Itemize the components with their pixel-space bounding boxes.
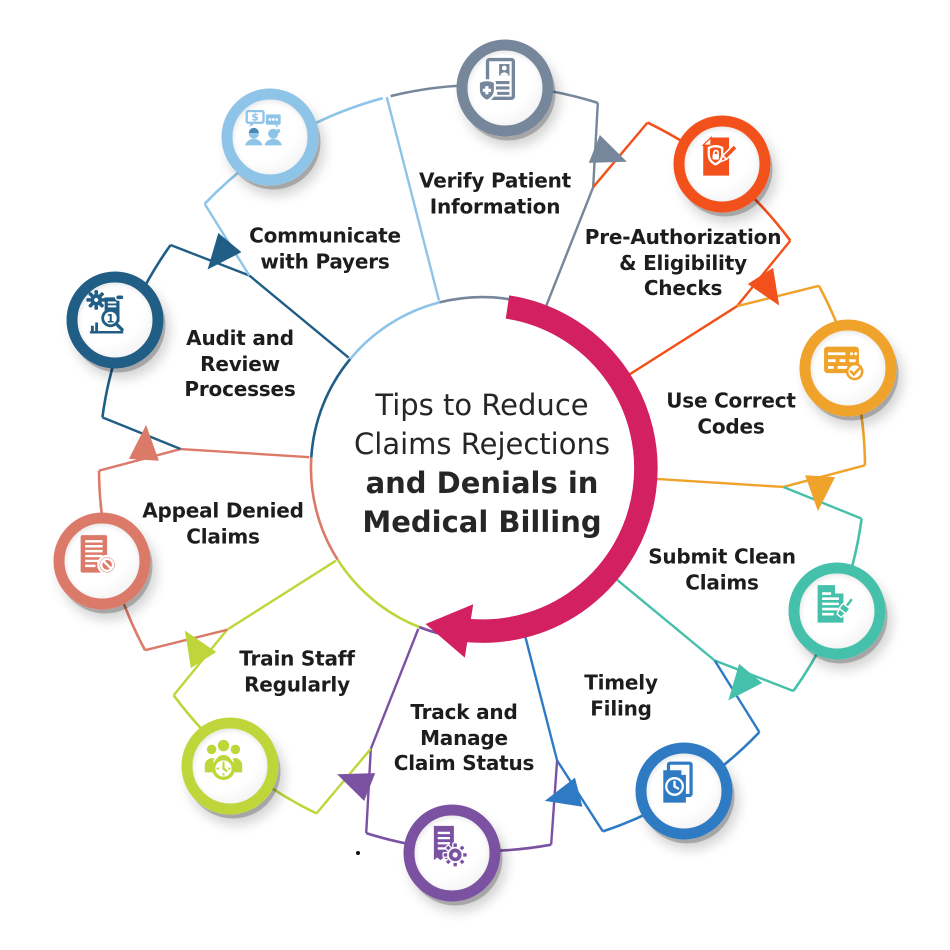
item-label: Appeal Denied Claims (142, 498, 304, 549)
title-line-1: Tips to Reduce (375, 388, 589, 422)
item-label: Submit Clean Claims (648, 544, 796, 595)
payer-communication-chat-icon: $ (245, 109, 282, 146)
item-icon-circle (403, 804, 501, 902)
item-icon-circle (799, 319, 897, 417)
item-icon-circle (788, 562, 886, 660)
item-label: Timely Filing (584, 670, 658, 721)
item-icon-circle: $ (221, 88, 319, 186)
audit-magnifier-gear-icon: 1 (86, 290, 125, 334)
title-line-3: and Denials in (365, 466, 599, 500)
patient-record-icon (477, 57, 516, 102)
billing-codes-check-icon (824, 346, 864, 381)
item-label: Use Correct Codes (666, 388, 796, 439)
item-label: Verify Patient Information (419, 168, 571, 219)
item-label: Track and Manage Claim Status (393, 699, 535, 775)
denied-document-icon (80, 535, 118, 575)
item-icon-circle: 1 (66, 271, 164, 369)
svg-text:1: 1 (106, 312, 114, 326)
clean-claim-brush-icon (817, 585, 855, 623)
secure-document-pencil-icon (701, 135, 739, 176)
item-icon-circle (53, 512, 151, 610)
stray-dot (356, 851, 360, 855)
document-clock-icon (663, 761, 693, 803)
item-icon-circle (181, 717, 279, 815)
item-label: Train Staff Regularly (239, 646, 355, 697)
title-line-4: Medical Billing (362, 505, 602, 539)
item-icon-circle (635, 742, 733, 840)
item-label: Pre-Authorization & Eligibility Checks (584, 224, 782, 300)
item-icon-circle (456, 39, 554, 137)
item-icon-circle (673, 115, 771, 213)
title-line-2: Claims Rejections (354, 427, 610, 461)
center-title: Tips to Reduce Claims Rejections and Den… (312, 386, 652, 542)
svg-text:$: $ (251, 110, 259, 123)
staff-training-clock-icon (204, 739, 243, 781)
item-label: Communicate with Payers (249, 223, 401, 274)
claim-status-gear-icon (433, 825, 468, 868)
item-label: Audit and Review Processes (184, 325, 296, 401)
